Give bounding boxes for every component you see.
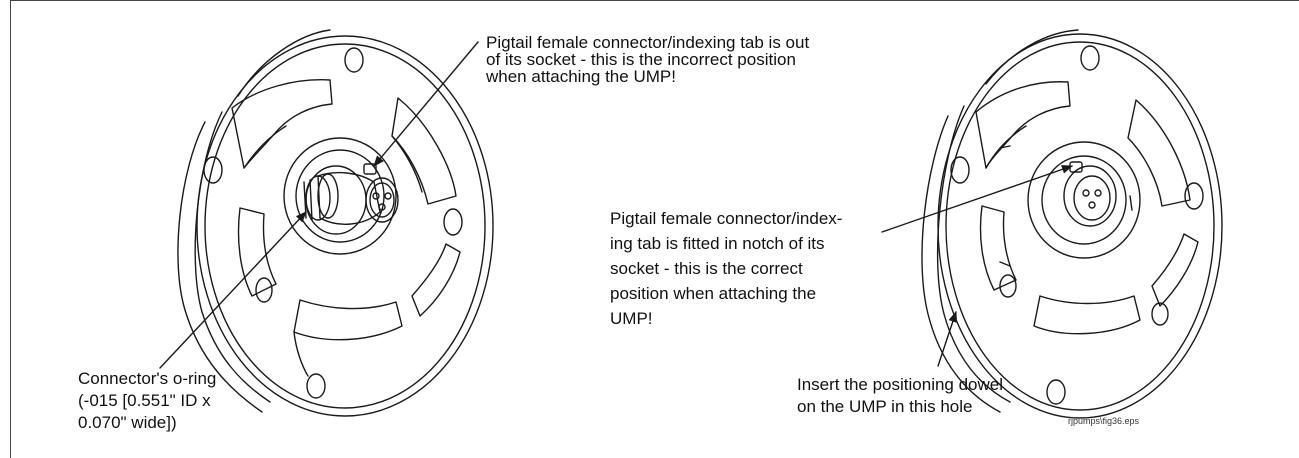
right-pigtail-connector (1063, 161, 1117, 227)
left-flange-assembly (177, 29, 494, 417)
left-slot-upper (231, 79, 333, 169)
right-bolt-hole-bottom-right (1151, 302, 1169, 326)
left-slot-right (391, 97, 457, 205)
left-slot-lower-right (411, 243, 461, 317)
callout-line: 0.070" wide]) (78, 413, 177, 432)
leader-pigtail-right (881, 165, 1074, 233)
left-bolt-hole-right (443, 208, 463, 236)
right-flange-back-rim (921, 115, 1001, 413)
right-bolt-hole-right (1184, 182, 1204, 210)
left-slot-lower (293, 299, 403, 341)
right-flange-assembly (921, 29, 1223, 419)
callout-line: of its socket - this is the incorrect po… (486, 50, 796, 69)
right-bolt-hole-left (950, 156, 970, 184)
callout-line: UMP! (610, 309, 653, 328)
callout-line: socket - this is the correct (610, 259, 803, 278)
right-slot-lower-right (1151, 233, 1199, 307)
left-hub-inner (295, 149, 385, 243)
left-flange-face (196, 35, 494, 417)
callout-pigtail-incorrect: Pigtail female connector/indexing tab is… (486, 34, 809, 85)
left-hub-outer (283, 137, 397, 255)
callout-dowel-hole: Insert the positioning dowel on the UMP … (797, 374, 1003, 418)
left-flange-back-rim (177, 121, 263, 413)
right-slot-left (979, 205, 1017, 291)
left-slot-left (237, 207, 277, 297)
right-flange-face-rim (945, 41, 1215, 411)
right-hub-inner (1041, 155, 1127, 245)
callout-line: when attaching the UMP! (486, 67, 676, 86)
callout-line: on the UMP in this hole (797, 397, 973, 416)
file-reference: rjpumps\fig36.eps (1068, 416, 1140, 426)
leader-dowel (937, 310, 958, 367)
callout-line: Pigtail female connector/indexing tab is… (486, 33, 810, 52)
callout-pigtail-correct: Pigtail female connector/index- ing tab … (610, 206, 842, 331)
left-pigtail-connector (303, 163, 399, 225)
left-bolt-hole-top (344, 47, 364, 73)
right-flange-face (937, 33, 1223, 419)
callout-oring: Connector's o-ring (-015 [0.551" ID x 0.… (78, 368, 216, 434)
left-bolt-hole-bottom (306, 373, 326, 399)
right-hub-outer (1027, 141, 1141, 259)
right-slot-right (1127, 99, 1191, 207)
leader-pigtail-wrong (373, 41, 479, 167)
right-slot-lower (1033, 295, 1141, 335)
callout-line: ing tab is fitted in notch of its (610, 234, 825, 253)
right-bolt-hole-bottom (1046, 379, 1066, 405)
right-bolt-hole-dowel (999, 274, 1017, 298)
left-flange-face-rim (204, 43, 486, 409)
callout-line: Pigtail female connector/index- (610, 209, 843, 228)
left-bolt-hole-bottom-left (255, 277, 273, 303)
callout-line: position when attaching the (610, 284, 817, 303)
callout-line: Insert the positioning dowel (797, 375, 1004, 394)
callout-line: Connector's o-ring (78, 369, 217, 388)
callout-line: (-015 [0.551" ID x (78, 391, 211, 410)
right-flange-back-edge (985, 29, 1079, 85)
left-bolt-hole-left (203, 156, 223, 184)
figure-frame (10, 0, 1299, 458)
leader-oring (159, 211, 307, 369)
right-slot-upper (975, 81, 1071, 169)
right-bolt-hole-top (1080, 45, 1100, 71)
